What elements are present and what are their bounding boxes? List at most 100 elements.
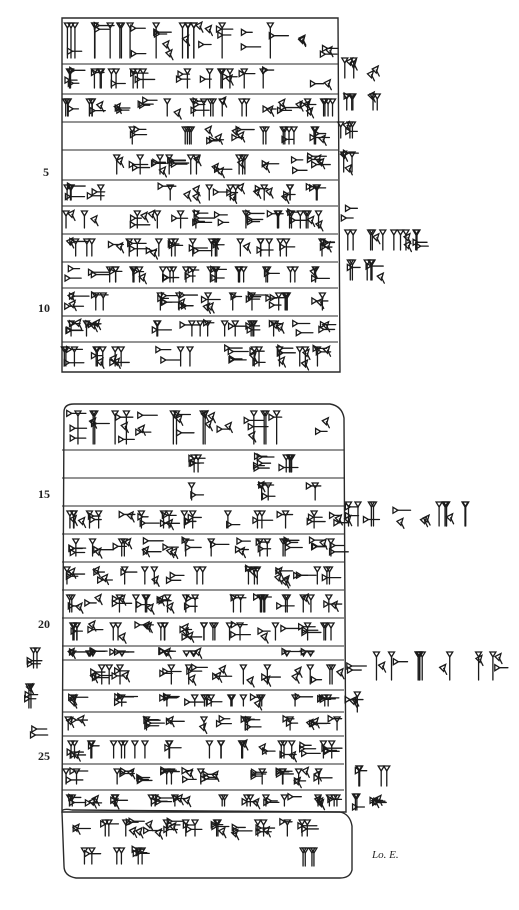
cuneiform-sign <box>80 210 99 229</box>
cuneiform-sign <box>273 566 294 589</box>
cuneiform-sign <box>24 682 39 709</box>
cuneiform-sign <box>199 409 216 445</box>
cuneiform-sign <box>299 647 315 658</box>
cuneiform-sign <box>362 501 381 527</box>
cuneiform-sign <box>142 715 165 731</box>
cuneiform-sign <box>156 622 169 641</box>
cuneiform-sign <box>319 98 337 117</box>
cuneiform-sign <box>109 740 129 759</box>
cuneiform-sign <box>312 344 332 367</box>
cuneiform-sign <box>68 622 83 641</box>
cuneiform-sign <box>65 318 84 337</box>
cuneiform-sign <box>226 182 246 205</box>
cuneiform-sign <box>286 266 300 283</box>
cuneiform-sign <box>238 68 256 89</box>
cuneiform-sign <box>261 664 281 687</box>
cuneiform-sign <box>226 694 248 707</box>
cuneiform-sign <box>145 238 163 260</box>
cuneiform-sign <box>290 155 308 175</box>
cuneiform-sign <box>438 651 454 681</box>
cuneiform-sign <box>181 126 196 145</box>
cuneiform-sign <box>460 501 470 527</box>
cuneiform-sign <box>62 181 86 201</box>
cuneiform-sign <box>259 126 271 145</box>
cuneiform-sign <box>212 664 233 683</box>
cuneiform-sign <box>293 571 317 580</box>
cuneiform-sign <box>302 210 324 232</box>
cuneiform-sign <box>157 182 177 201</box>
cuneiform-sign <box>256 480 276 501</box>
cuneiform-sign <box>136 773 153 785</box>
cuneiform-sign <box>87 619 104 634</box>
cuneiform-sign <box>156 594 175 614</box>
cuneiform-sign <box>342 91 358 111</box>
cuneiform-sign <box>129 210 151 229</box>
cuneiform-sign <box>68 538 87 557</box>
cuneiform-sign <box>293 766 310 789</box>
cuneiform-sign <box>181 766 197 784</box>
cuneiform-sign <box>100 819 120 837</box>
cuneiform-sign <box>29 724 49 740</box>
cuneiform-sign <box>207 237 225 257</box>
cuneiform-sign <box>140 566 160 587</box>
cuneiform-sign <box>326 538 349 557</box>
cuneiform-sign <box>205 740 226 759</box>
cuneiform-sign <box>112 154 125 175</box>
cuneiform-sign <box>211 162 233 179</box>
cuneiform-sign <box>215 714 232 728</box>
line-number-15: 15 <box>38 487 50 501</box>
cuneiform-sign <box>305 182 327 201</box>
cuneiform-sign <box>134 620 154 634</box>
cuneiform-sign <box>170 793 192 808</box>
cuneiform-sign <box>84 593 103 608</box>
cuneiform-sign <box>234 266 248 283</box>
cuneiform-sign <box>125 22 147 59</box>
cuneiform-sign <box>277 740 297 763</box>
cuneiform-sign <box>169 410 195 445</box>
cuneiform-sign <box>182 647 203 659</box>
cuneiform-sign <box>188 454 206 473</box>
upper-fragment <box>60 17 341 373</box>
cuneiform-sign <box>152 22 174 61</box>
cuneiform-sign <box>196 768 220 785</box>
cuneiform-sign <box>88 410 110 445</box>
cuneiform-sign <box>248 346 266 367</box>
cuneiform-sign <box>276 98 301 115</box>
cuneiform-sign <box>205 184 229 201</box>
cuneiform-sign <box>178 22 193 59</box>
cuneiform-sign <box>164 740 182 759</box>
cuneiform-sign <box>279 126 299 145</box>
cuneiform-sign <box>64 264 82 283</box>
cuneiform-sign <box>141 536 164 558</box>
cuneiform-sign <box>230 823 253 841</box>
cuneiform-sign <box>236 238 252 257</box>
cuneiform-sign <box>297 819 319 837</box>
cuneiform-sign <box>266 209 284 229</box>
cuneiform-sign <box>84 646 108 658</box>
cuneiform-sign <box>125 238 150 257</box>
cuneiform-sign <box>309 266 331 283</box>
cuneiform-sign <box>199 622 220 641</box>
cuneiform-sign <box>311 292 329 311</box>
cuneiform-sign <box>292 319 314 337</box>
cuneiform-sign <box>163 98 182 120</box>
cuneiform-sign <box>319 44 339 59</box>
cuneiform-sign <box>245 290 269 311</box>
cuneiform-sign <box>159 692 180 707</box>
cuneiform-sign <box>120 566 138 585</box>
cuneiform-sign <box>110 794 129 810</box>
cuneiform-sign <box>186 154 202 175</box>
cuneiform-sign <box>280 292 292 311</box>
cuneiform-sign <box>158 266 180 283</box>
cuneiform-sign <box>295 346 311 371</box>
cuneiform-sign <box>313 768 333 785</box>
cuneiform-sign <box>245 320 261 337</box>
cuneiform-sign <box>434 501 455 527</box>
cuneiform-sign <box>213 210 230 227</box>
cuneiform-sign <box>271 622 300 641</box>
cuneiform-sign <box>118 510 136 523</box>
cuneiform-sign <box>298 622 322 641</box>
cuneiform-sign <box>113 102 131 115</box>
cuneiform-sign <box>216 421 233 434</box>
cuneiform-sign <box>249 693 266 711</box>
